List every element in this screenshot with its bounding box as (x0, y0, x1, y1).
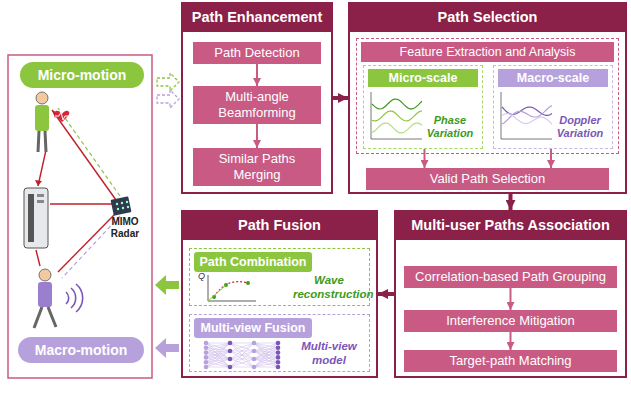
process-box: Interference Mitigation (404, 310, 617, 332)
flow-arrow (256, 124, 258, 148)
process-box: Correlation-based Path Grouping (404, 266, 617, 288)
node-title: Path Fusion (181, 210, 378, 240)
flow-arrow (424, 149, 426, 168)
plot-figure (196, 273, 288, 303)
node-title: Feature Extraction and Analysis (361, 42, 614, 62)
router-tower (24, 188, 48, 248)
feature-group: Feature Extraction and AnalysisMicro-sca… (356, 38, 619, 154)
fusion-box: Multi-view FusionMulti-view model (189, 314, 370, 372)
flow-arrow (333, 96, 348, 100)
flow-arrow (256, 64, 258, 86)
standing-person (35, 92, 69, 152)
input-arrow (157, 73, 179, 91)
node-title: Correlation-based Path Grouping (410, 269, 611, 285)
motion-pill: Macro-motion (18, 337, 144, 363)
node-note: Phase Variation (421, 114, 479, 140)
plot-figure (200, 340, 290, 370)
motion-pill: Micro-motion (20, 62, 144, 88)
node-note: Doppler Variation (551, 114, 609, 140)
flow-arrow (510, 288, 512, 310)
node-title: Micro-motion (38, 67, 127, 83)
stage-panel: Multi-user Paths AssociationCorrelation-… (394, 210, 627, 378)
process-box: Similar Paths Merging (193, 148, 321, 186)
label-text: MIMO Radar (100, 216, 150, 240)
node-title: Micro-scale (368, 69, 478, 87)
node-title: Macro-scale (498, 69, 608, 87)
stage-panel: Path FusionPath CombinationWave reconstr… (181, 210, 378, 378)
flow-arrow (510, 332, 512, 350)
node-title: Path Detection (199, 45, 315, 61)
node-title: Multi-user Paths Association (394, 210, 627, 240)
node-note: Multi-view model (293, 339, 365, 367)
plot-figure (368, 90, 424, 142)
node-title: Path Enhancement (181, 2, 333, 32)
stage-panel: Path EnhancementPath DetectionMulti-angl… (181, 2, 333, 194)
flow-arrow (378, 292, 394, 296)
process-box: Target-path Matching (404, 350, 617, 372)
input-arrow (157, 90, 179, 108)
mimo-radar (111, 196, 132, 215)
node-title: Macro-motion (35, 342, 128, 358)
node-note: Wave reconstruction (293, 273, 365, 301)
output-arrow (155, 338, 179, 358)
walking-person (34, 269, 83, 328)
left-panel (8, 55, 152, 378)
process-box: Valid Path Selection (366, 168, 609, 190)
node-title: Valid Path Selection (372, 171, 603, 187)
node-title: Multi-view Fusion (194, 318, 312, 338)
process-box: Path Detection (193, 42, 321, 64)
flow-arrow (550, 149, 552, 168)
node-title: Similar Paths Merging (199, 151, 315, 183)
node-title: Multi-angle Beamforming (199, 89, 315, 121)
scale-box: Macro-scaleDoppler Variation (493, 65, 613, 149)
plot-figure (498, 90, 554, 142)
node-title: Path Combination (194, 252, 312, 272)
flow-arrow (509, 194, 513, 210)
fusion-box: Path CombinationWave reconstruction Q (189, 248, 370, 306)
node-title: Target-path Matching (410, 353, 611, 369)
output-arrow (155, 275, 179, 295)
stage-panel: Path SelectionFeature Extraction and Ana… (348, 2, 627, 194)
process-box: Multi-angle Beamforming (193, 86, 321, 124)
label-text: Q (198, 271, 208, 281)
scale-box: Micro-scalePhase Variation (363, 65, 483, 149)
node-title: Interference Mitigation (410, 313, 611, 329)
node-title: Path Selection (348, 2, 627, 32)
